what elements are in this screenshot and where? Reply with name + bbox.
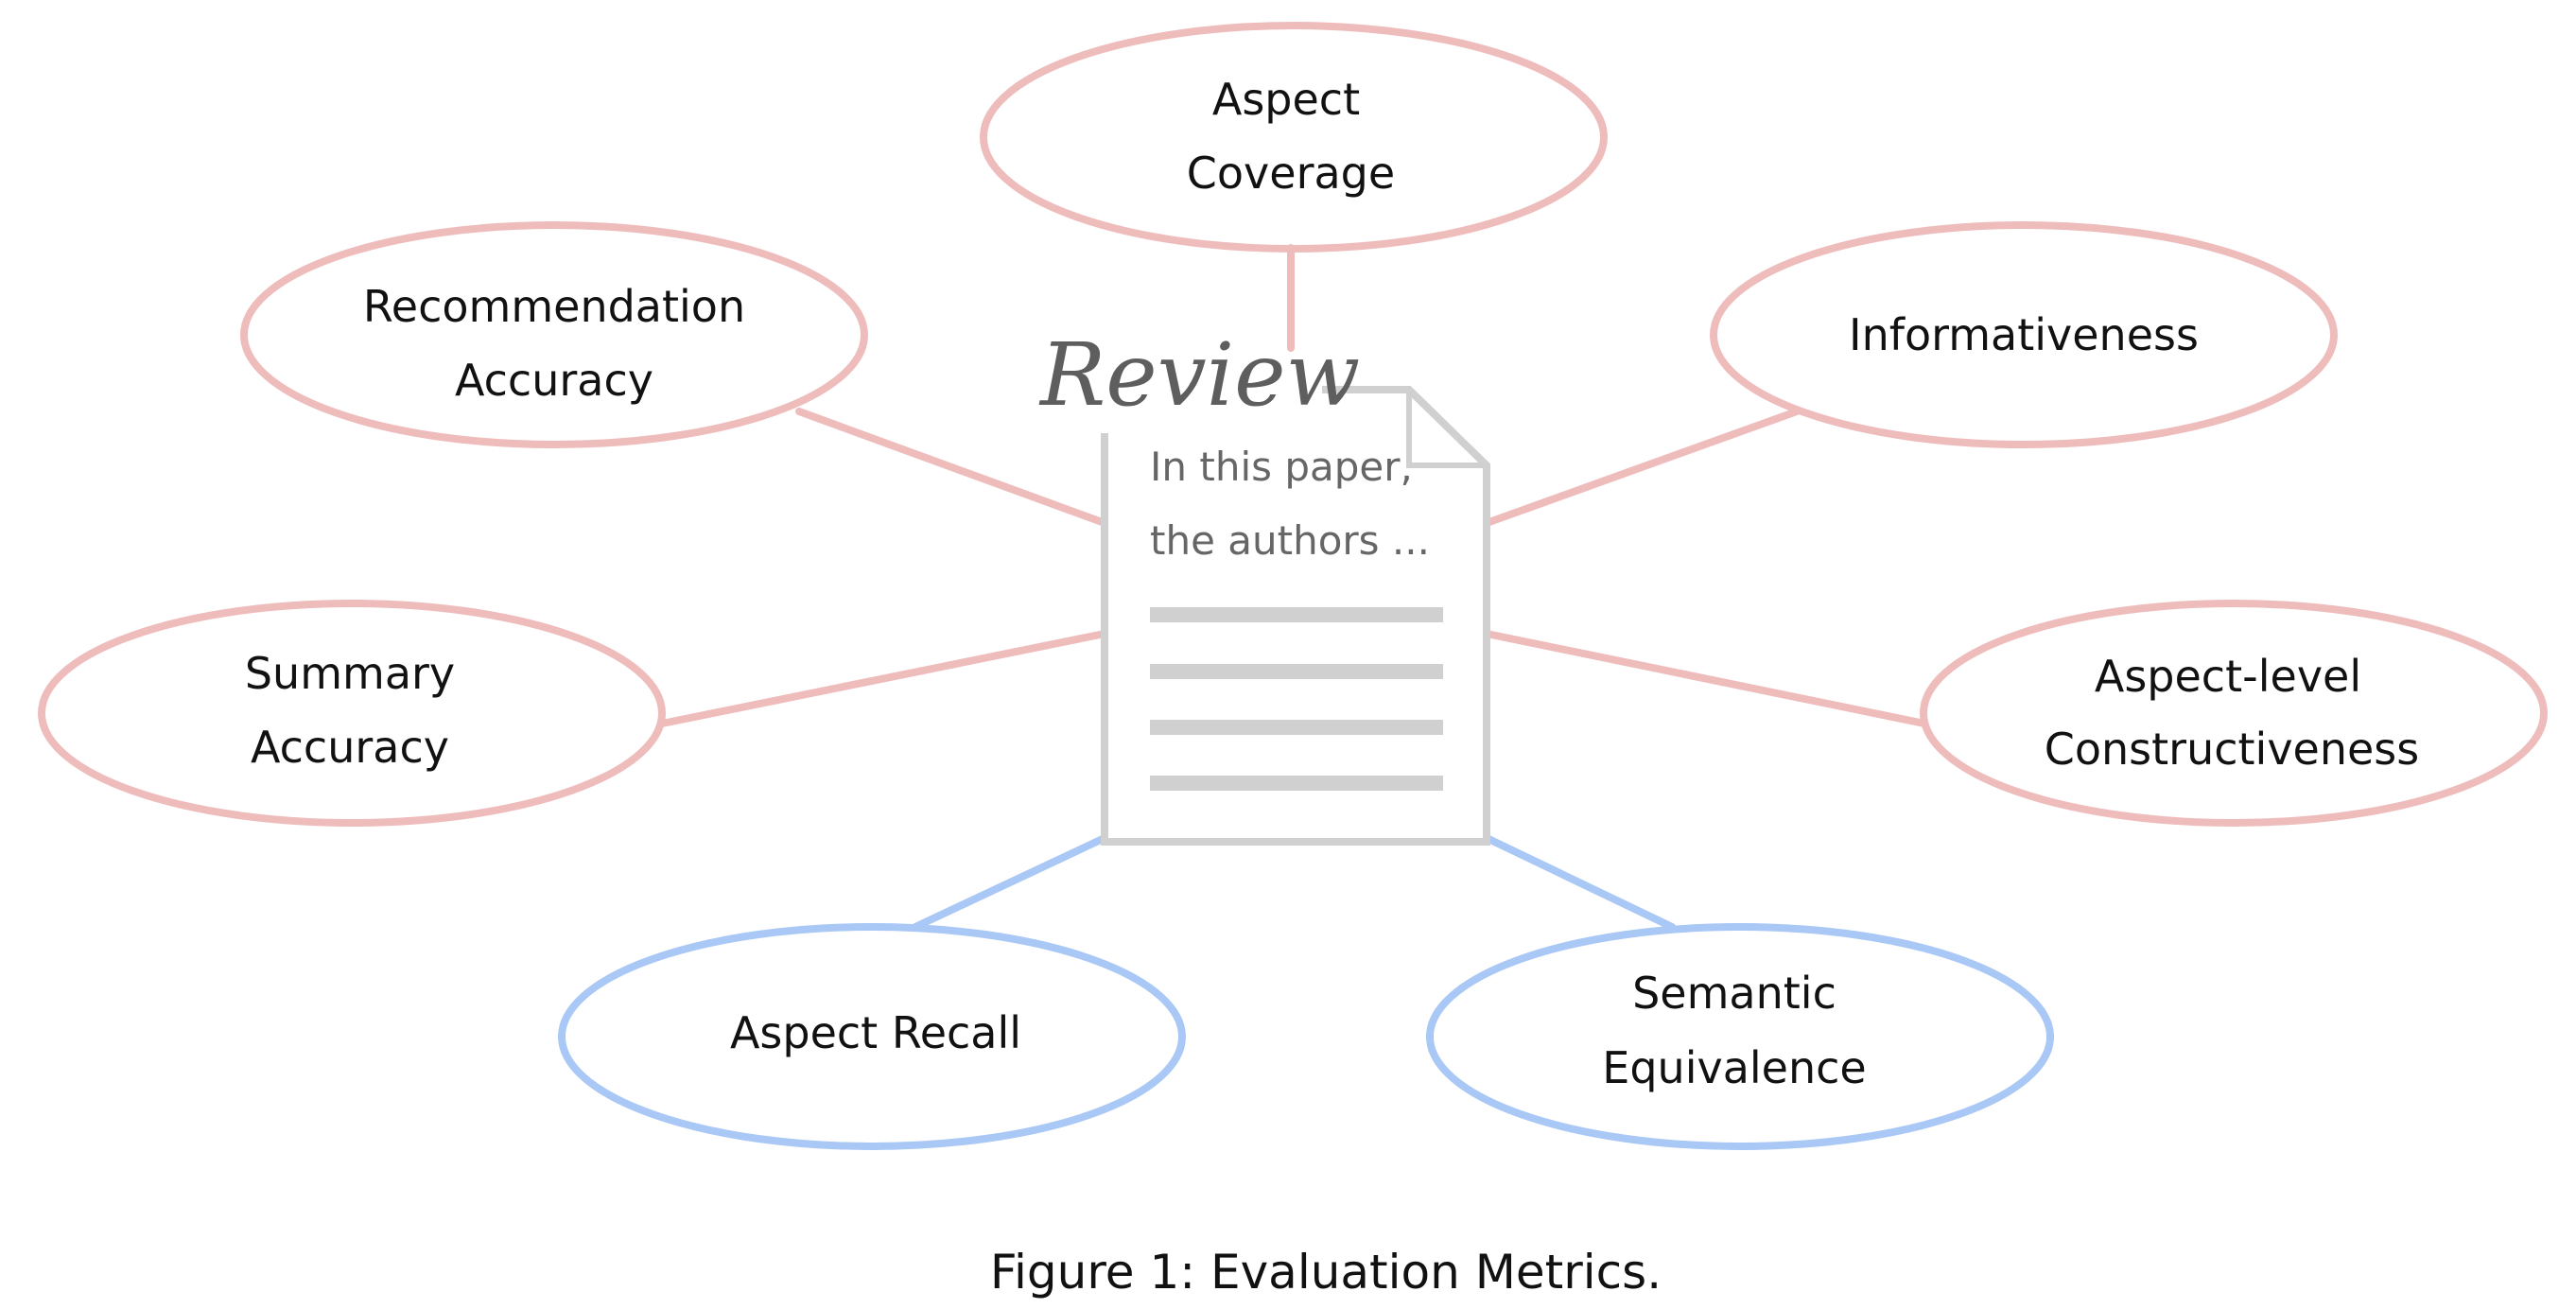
connector-summary-accuracy — [658, 630, 1108, 727]
review-text-line2: the authors ... — [1150, 517, 1430, 564]
review-document: Review In this paper, the authors ... — [1038, 324, 1490, 846]
blue-connectors — [912, 834, 1676, 931]
semantic-equivalence-label-line2: Equivalence — [1602, 1042, 1866, 1093]
aspect-coverage-label-line1: Aspect — [1212, 74, 1360, 125]
connector-informativeness — [1483, 408, 1801, 527]
review-title: Review — [1038, 324, 1360, 426]
summary-accuracy-label-line1: Summary — [245, 648, 455, 699]
aspect-recall-label: Aspect Recall — [730, 1007, 1021, 1058]
placeholder-line — [1150, 607, 1443, 622]
connector-recommendation-accuracy — [795, 408, 1108, 527]
connector-semantic-equivalence — [1483, 834, 1676, 931]
document-placeholder-lines — [1150, 607, 1443, 791]
connector-aspect-level-constructiveness — [1483, 630, 1928, 727]
aspect-level-constructiveness-label-line1: Aspect-level — [2095, 651, 2361, 702]
placeholder-line — [1150, 720, 1443, 735]
node-aspect-recall — [558, 923, 1186, 1150]
recommendation-accuracy-label-line1: Recommendation — [363, 281, 745, 332]
figure-caption: Figure 1: Evaluation Metrics. — [990, 1245, 1662, 1300]
pink-connectors — [658, 244, 1928, 727]
node-semantic-equivalence — [1426, 923, 2054, 1150]
semantic-equivalence-label-line1: Semantic — [1632, 968, 1836, 1019]
connector-aspect-recall — [912, 834, 1108, 931]
aspect-coverage-label-line2: Coverage — [1187, 148, 1395, 199]
aspect-level-constructiveness-label-line2: Constructiveness — [2045, 724, 2420, 775]
metric-nodes — [38, 22, 2548, 1150]
node-informativeness — [1710, 221, 2338, 448]
node-summary-accuracy — [38, 600, 666, 827]
informativeness-label: Informativeness — [1849, 309, 2199, 360]
summary-accuracy-label-line2: Accuracy — [251, 722, 449, 773]
review-text-line1: In this paper, — [1150, 444, 1413, 490]
document-folded-corner — [1406, 390, 1487, 468]
placeholder-line — [1150, 664, 1443, 679]
document-outline — [1101, 386, 1490, 846]
node-aspect-level-constructiveness — [1920, 600, 2548, 827]
placeholder-line — [1150, 776, 1443, 791]
node-aspect-coverage — [980, 22, 1608, 253]
recommendation-accuracy-label-line2: Accuracy — [455, 355, 653, 406]
node-recommendation-accuracy — [240, 221, 868, 448]
